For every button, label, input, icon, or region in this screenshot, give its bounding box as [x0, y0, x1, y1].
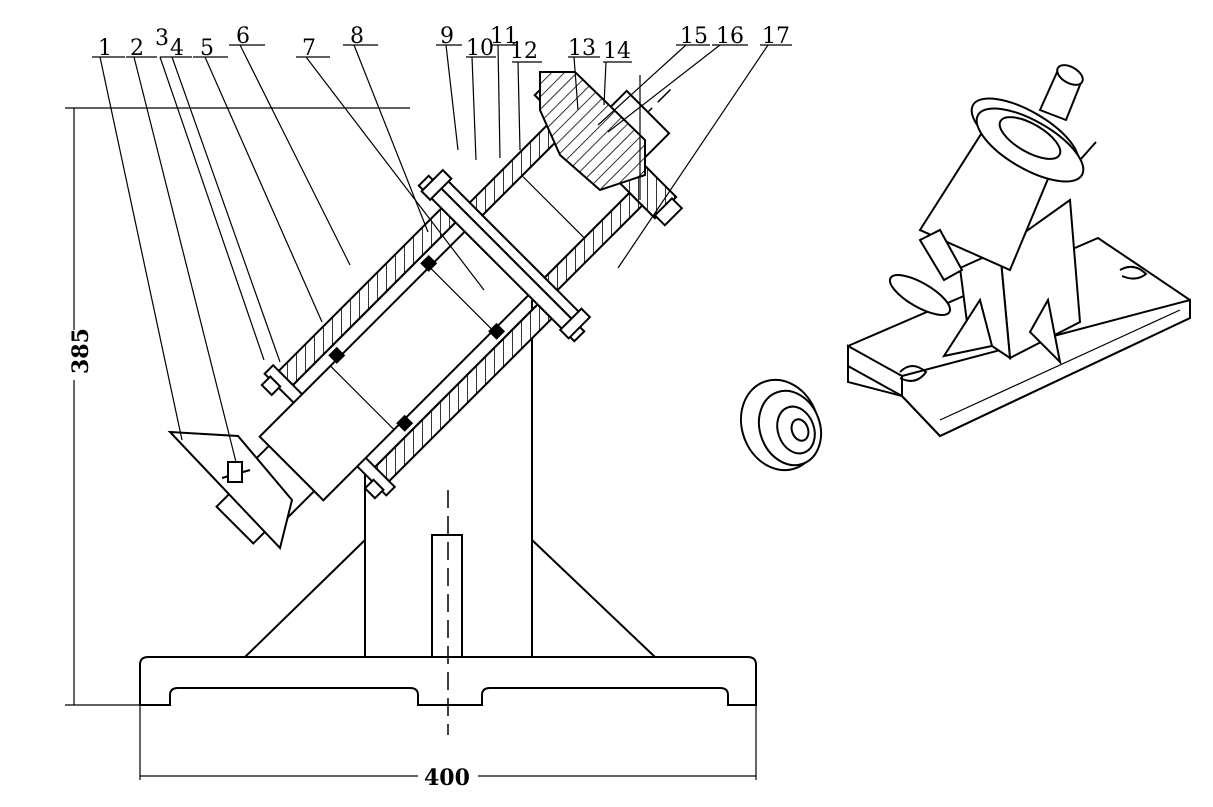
dimension-height: 385	[65, 107, 410, 706]
label-part-3: 3	[155, 26, 169, 51]
dimension-width: 400	[140, 765, 756, 791]
label-part-5: 5	[200, 36, 214, 61]
label-part-17: 17	[762, 24, 790, 49]
label-part-16: 16	[716, 24, 744, 49]
base-plate	[139, 656, 757, 780]
label-part-6: 6	[236, 24, 250, 49]
lower-clamp-block	[167, 430, 294, 551]
upper-cap	[539, 71, 646, 200]
part-callouts: 1 2 3 4 5 6 7 8 9 10 11 12 13 14 15 16 1…	[92, 24, 792, 463]
label-part-10: 10	[466, 36, 494, 61]
label-part-13: 13	[568, 36, 596, 61]
label-part-8: 8	[350, 24, 364, 49]
label-part-9: 9	[440, 24, 454, 49]
label-part-1: 1	[98, 36, 112, 61]
dimension-width-value: 400	[424, 765, 470, 791]
label-part-11: 11	[490, 24, 518, 49]
label-part-15: 15	[680, 24, 708, 49]
label-part-12: 12	[510, 39, 538, 64]
label-part-2: 2	[130, 36, 144, 61]
label-part-14: 14	[603, 39, 631, 64]
label-part-7: 7	[302, 36, 316, 61]
isometric-view	[847, 64, 1191, 438]
support-column	[244, 300, 656, 735]
dimension-height-value: 385	[68, 328, 94, 374]
label-part-4: 4	[170, 36, 184, 61]
workpiece-ring	[739, 378, 823, 472]
